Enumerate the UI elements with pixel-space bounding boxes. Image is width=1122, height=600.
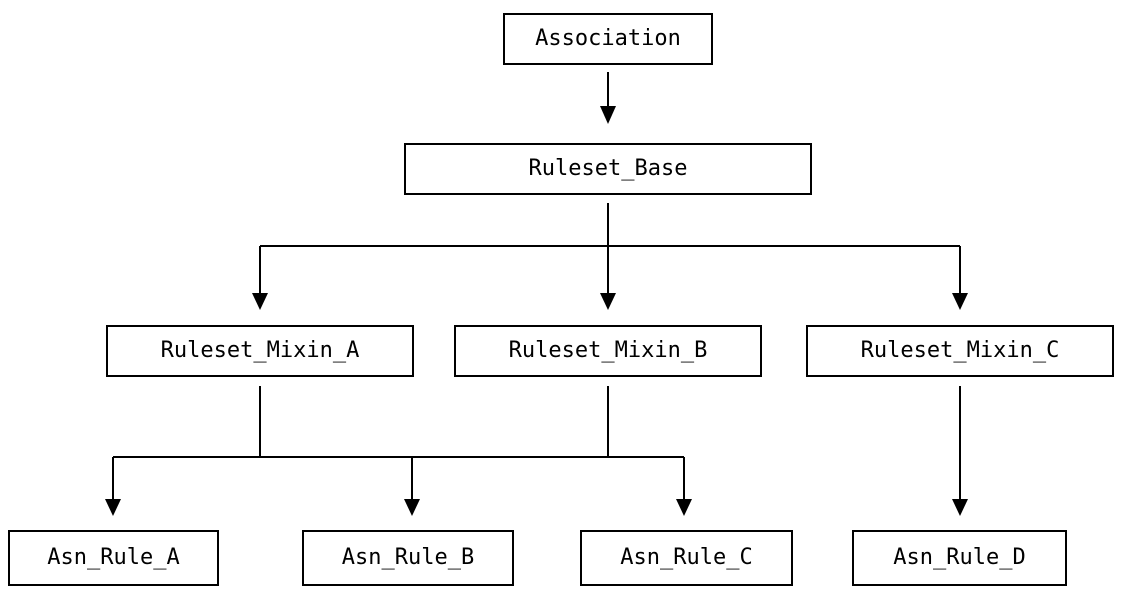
node-asn-rule-a: Asn_Rule_A [8, 530, 219, 586]
arrow-down-icon [105, 499, 121, 516]
node-association: Association [503, 13, 713, 65]
edge-association-to-ruleset-base [600, 72, 616, 124]
arrow-down-icon [252, 293, 268, 310]
arrow-down-icon [952, 499, 968, 516]
arrow-down-icon [600, 106, 616, 124]
node-ruleset-base: Ruleset_Base [404, 143, 812, 195]
arrow-down-icon [676, 499, 692, 516]
arrow-down-icon [600, 293, 616, 310]
node-ruleset-mixin-a: Ruleset_Mixin_A [106, 325, 414, 377]
node-asn-rule-c: Asn_Rule_C [580, 530, 793, 586]
edge-mixins-ab-to-rules [105, 386, 692, 516]
arrow-down-icon [404, 499, 420, 516]
node-ruleset-mixin-c: Ruleset_Mixin_C [806, 325, 1114, 377]
edge-mixin-c-to-rule-d [952, 386, 968, 516]
edge-ruleset-base-to-mixins [252, 203, 968, 310]
arrow-down-icon [952, 293, 968, 310]
node-asn-rule-d: Asn_Rule_D [852, 530, 1067, 586]
node-ruleset-mixin-b: Ruleset_Mixin_B [454, 325, 762, 377]
node-asn-rule-b: Asn_Rule_B [302, 530, 514, 586]
